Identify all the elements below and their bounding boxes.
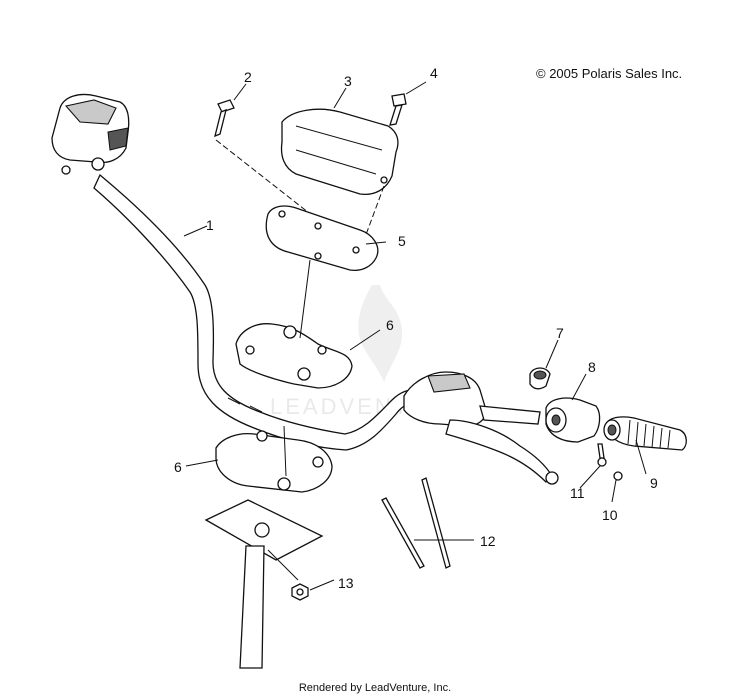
callout-6-lower: 6 [174, 459, 182, 475]
copyright-notice: © 2005 Polaris Sales Inc. [536, 66, 683, 81]
part-12-tie-straps [381, 477, 451, 569]
part-13-nut [291, 583, 309, 601]
callout-numbers: 1 2 3 4 5 6 6 7 8 9 10 11 12 13 [174, 65, 658, 591]
part-6-lower-clamp [215, 425, 333, 493]
footer-credit: Rendered by LeadVenture, Inc. [298, 682, 452, 694]
callout-1: 1 [206, 217, 214, 233]
part-9-grip [603, 416, 687, 451]
brake-master-cylinder [403, 371, 559, 485]
callout-3: 3 [344, 73, 352, 89]
steering-post-mount [204, 499, 324, 669]
callout-9: 9 [650, 475, 658, 491]
part-10-screw [613, 471, 623, 481]
part-7-bushing [529, 367, 551, 390]
part-3-bar-pad [280, 108, 399, 196]
callout-leaders [183, 81, 647, 591]
callout-7: 7 [556, 325, 564, 341]
callout-4: 4 [430, 65, 438, 81]
callout-5: 5 [398, 233, 406, 249]
callout-13: 13 [338, 575, 354, 591]
part-11-screw [597, 443, 607, 467]
callout-6-upper: 6 [386, 317, 394, 333]
callout-11: 11 [570, 485, 585, 501]
callout-10: 10 [602, 507, 618, 523]
pad-to-plate-dashed-guide [363, 185, 385, 241]
part-4-bolt [389, 93, 407, 126]
callout-12: 12 [480, 533, 496, 549]
left-control-housing [51, 93, 130, 175]
part-6-upper-clamp [235, 259, 353, 389]
part-5-top-plate [265, 205, 379, 272]
part-2-bolt [214, 99, 319, 221]
callout-2: 2 [244, 69, 252, 85]
callout-8: 8 [588, 359, 596, 375]
part-8-throttle-housing [545, 397, 601, 443]
